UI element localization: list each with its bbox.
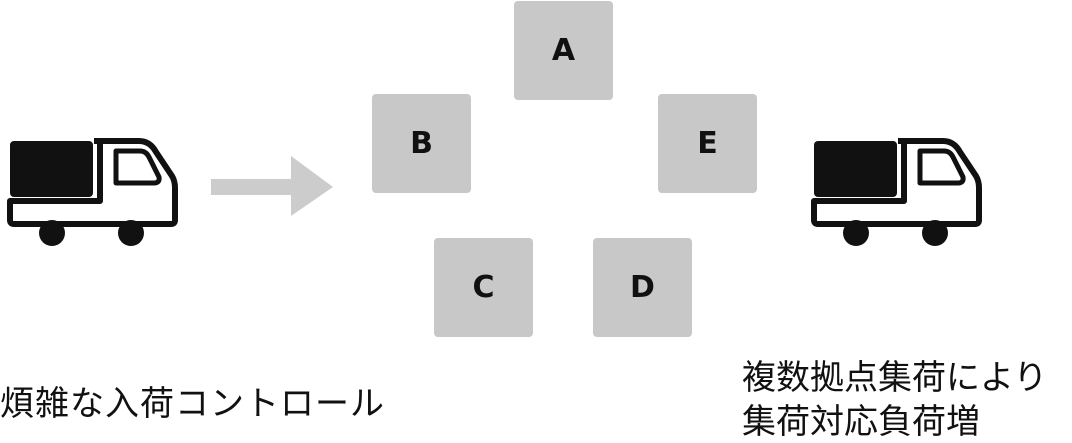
location-box-b: B	[372, 94, 471, 193]
location-box-a: A	[514, 1, 613, 100]
location-box-e: E	[658, 94, 757, 193]
location-label-a: A	[551, 33, 576, 68]
right-caption-line1: 複数拠点集荷により	[742, 358, 1048, 398]
location-label-e: E	[697, 126, 718, 161]
location-box-c: C	[434, 238, 533, 337]
left-caption: 煩雑な入荷コントロール	[0, 384, 385, 424]
location-box-d: D	[593, 238, 692, 337]
location-label-d: D	[630, 270, 655, 305]
location-label-b: B	[410, 126, 433, 161]
right-caption-line2: 集荷対応負荷増	[742, 402, 980, 442]
location-label-c: C	[472, 270, 495, 305]
